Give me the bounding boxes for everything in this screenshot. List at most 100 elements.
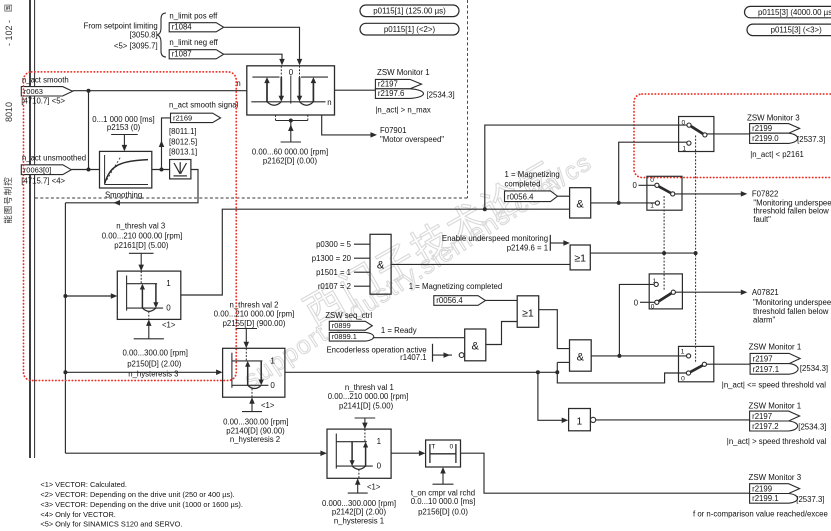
svg-text:[8011.1]: [8011.1] xyxy=(169,127,197,136)
svg-text:p2161[D] (5.00): p2161[D] (5.00) xyxy=(114,241,169,250)
svg-text:|n_act| > n_max: |n_act| > n_max xyxy=(375,105,431,114)
svg-text:[2534.3]: [2534.3] xyxy=(427,91,455,100)
svg-text:n_hysteresis 1: n_hysteresis 1 xyxy=(334,516,384,525)
svg-text:T: T xyxy=(431,443,435,450)
svg-text:0.000...300.000 [rpm]: 0.000...300.000 [rpm] xyxy=(322,499,396,508)
svg-text:p2141[D] (5.00): p2141[D] (5.00) xyxy=(339,401,394,410)
svg-text:"Motor overspeed": "Motor overspeed" xyxy=(380,135,444,144)
svg-text:1: 1 xyxy=(650,202,654,209)
svg-text:n_act smooth: n_act smooth xyxy=(22,76,69,85)
svg-text:|n_act| > speed threshold val: |n_act| > speed threshold val xyxy=(727,437,827,446)
svg-text:p2155[D] (900.00): p2155[D] (900.00) xyxy=(223,319,286,328)
svg-text:0: 0 xyxy=(650,177,654,184)
svg-text:r1084: r1084 xyxy=(172,23,193,32)
svg-text:国: 国 xyxy=(4,4,13,12)
svg-text:"Monitoring underspeed: "Monitoring underspeed xyxy=(753,298,831,307)
svg-text:1 = Ready: 1 = Ready xyxy=(381,326,417,335)
svg-text:<1>: <1> xyxy=(261,401,275,410)
svg-text:n_thresh val 2: n_thresh val 2 xyxy=(230,300,279,309)
svg-text:能图号制控: 能图号制控 xyxy=(3,176,13,224)
svg-text:[2537.3]: [2537.3] xyxy=(796,495,824,504)
svg-text:ZSW Monitor 3: ZSW Monitor 3 xyxy=(747,114,800,123)
svg-text:1: 1 xyxy=(270,356,275,365)
svg-text:r0063[0]: r0063[0] xyxy=(24,165,52,174)
svg-text:r0063: r0063 xyxy=(24,87,43,96)
svg-text:<1>: <1> xyxy=(367,482,381,491)
svg-text:p2153 (0): p2153 (0) xyxy=(107,123,141,132)
svg-text:0.00...300.00 [rpm]: 0.00...300.00 [rpm] xyxy=(122,349,187,358)
svg-text:1: 1 xyxy=(653,278,657,285)
svg-text:Smoothing: Smoothing xyxy=(105,191,142,200)
svg-text:n_thresh val 3: n_thresh val 3 xyxy=(116,222,165,231)
svg-text:p0115[1] (<2>): p0115[1] (<2>) xyxy=(384,25,436,34)
svg-text:&: & xyxy=(377,259,385,271)
svg-text:r0899.1: r0899.1 xyxy=(332,332,357,341)
svg-text:<3> VECTOR: Depending on the: <3> VECTOR: Depending on the drive unit … xyxy=(40,500,243,509)
svg-text:F07822: F07822 xyxy=(752,190,778,199)
svg-text:≥1: ≥1 xyxy=(522,308,534,320)
svg-text:r0107 = 2: r0107 = 2 xyxy=(318,282,351,291)
svg-text:n_hysteresis 2: n_hysteresis 2 xyxy=(230,435,280,444)
svg-text:&: & xyxy=(472,341,480,353)
svg-text:F07901: F07901 xyxy=(380,126,406,135)
svg-text:[3050.8]: [3050.8] xyxy=(130,30,158,39)
svg-text:[8013.1]: [8013.1] xyxy=(169,147,197,156)
svg-text:[2534.3]: [2534.3] xyxy=(798,423,826,432)
svg-text:r0056.4: r0056.4 xyxy=(507,192,534,201)
svg-text:ZSW seq_ctrl: ZSW seq_ctrl xyxy=(325,311,372,320)
svg-text:Enable underspeed monitoring: Enable underspeed monitoring xyxy=(442,234,548,243)
svg-text:p2149.6 = 1: p2149.6 = 1 xyxy=(507,243,548,252)
svg-text:"Monitoring underspeed: "Monitoring underspeed xyxy=(753,198,831,207)
svg-text:1: 1 xyxy=(681,348,685,355)
svg-text:0: 0 xyxy=(270,381,275,390)
svg-text:n_limit pos eff: n_limit pos eff xyxy=(169,11,218,20)
svg-text:0...1 000 000 [ms]: 0...1 000 000 [ms] xyxy=(92,115,154,124)
svg-text:1: 1 xyxy=(166,279,171,288)
svg-text:0: 0 xyxy=(377,462,382,471)
svg-text:<1> VECTOR: Calculated.: <1> VECTOR: Calculated. xyxy=(40,480,127,489)
svg-text:r2197: r2197 xyxy=(752,412,772,421)
svg-text:0: 0 xyxy=(289,68,294,77)
svg-text:≥1: ≥1 xyxy=(574,253,586,265)
svg-text:0: 0 xyxy=(633,181,638,190)
svg-text:n_hysteresis 3: n_hysteresis 3 xyxy=(128,369,178,378)
svg-text:0: 0 xyxy=(681,376,685,383)
svg-text:<5> Only for SINAMICS S120 an: <5> Only for SINAMICS S120 and SERVO. xyxy=(40,520,182,529)
svg-text:n: n xyxy=(327,98,331,107)
svg-text:[4710.7] <5>: [4710.7] <5> xyxy=(21,96,65,105)
svg-text:<4> Only for VECTOR.: <4> Only for VECTOR. xyxy=(40,510,115,519)
svg-text:r2199.0: r2199.0 xyxy=(752,134,779,143)
svg-text:fault": fault" xyxy=(753,215,771,224)
svg-text:[4715.7] <4>: [4715.7] <4> xyxy=(21,176,65,185)
svg-text:A07821: A07821 xyxy=(752,288,779,297)
svg-text:1 = Magnetizing: 1 = Magnetizing xyxy=(505,170,560,179)
svg-text:p1501 = 1: p1501 = 1 xyxy=(316,268,351,277)
svg-text:0.00...210 000.00 [rpm]: 0.00...210 000.00 [rpm] xyxy=(102,232,183,241)
svg-text:r0899: r0899 xyxy=(332,321,351,330)
svg-text:f or n-comparison value reache: f or n-comparison value reached/excee xyxy=(693,509,828,518)
svg-text:0: 0 xyxy=(682,120,686,127)
svg-text:p0115[3] (<3>): p0115[3] (<3>) xyxy=(771,26,823,35)
svg-text:0: 0 xyxy=(450,443,454,450)
svg-text:r2197.2: r2197.2 xyxy=(752,422,778,431)
svg-text:completed: completed xyxy=(505,180,541,189)
svg-text:ZSW Monitor 1: ZSW Monitor 1 xyxy=(749,343,802,352)
svg-text:1: 1 xyxy=(377,437,382,446)
svg-text:r2199: r2199 xyxy=(752,484,772,493)
svg-text:p2150[D] (2.00): p2150[D] (2.00) xyxy=(127,359,182,368)
svg-text:r2197: r2197 xyxy=(378,80,398,89)
svg-text:p0115[1] (125.00 µs): p0115[1] (125.00 µs) xyxy=(373,7,446,16)
svg-text:r1407.1: r1407.1 xyxy=(400,353,426,362)
svg-text:- 102 -: - 102 - xyxy=(4,20,14,46)
svg-text:0: 0 xyxy=(651,303,655,310)
svg-text:p2142[D] (2.00): p2142[D] (2.00) xyxy=(332,508,387,517)
svg-text:<5> [3095.7]: <5> [3095.7] xyxy=(114,42,158,51)
svg-text:0.00...300.00 [rpm]: 0.00...300.00 [rpm] xyxy=(223,418,288,427)
svg-text:0.0...10 000.0 [ms]: 0.0...10 000.0 [ms] xyxy=(411,497,476,506)
svg-text:n: n xyxy=(236,79,240,88)
svg-text:|n_act| <= speed threshold val: |n_act| <= speed threshold val xyxy=(722,381,826,390)
svg-text:r0056.4: r0056.4 xyxy=(436,296,463,305)
svg-text:0: 0 xyxy=(634,298,639,307)
svg-text:p2140[D] (90.00): p2140[D] (90.00) xyxy=(226,426,285,435)
svg-text:1: 1 xyxy=(682,146,686,153)
